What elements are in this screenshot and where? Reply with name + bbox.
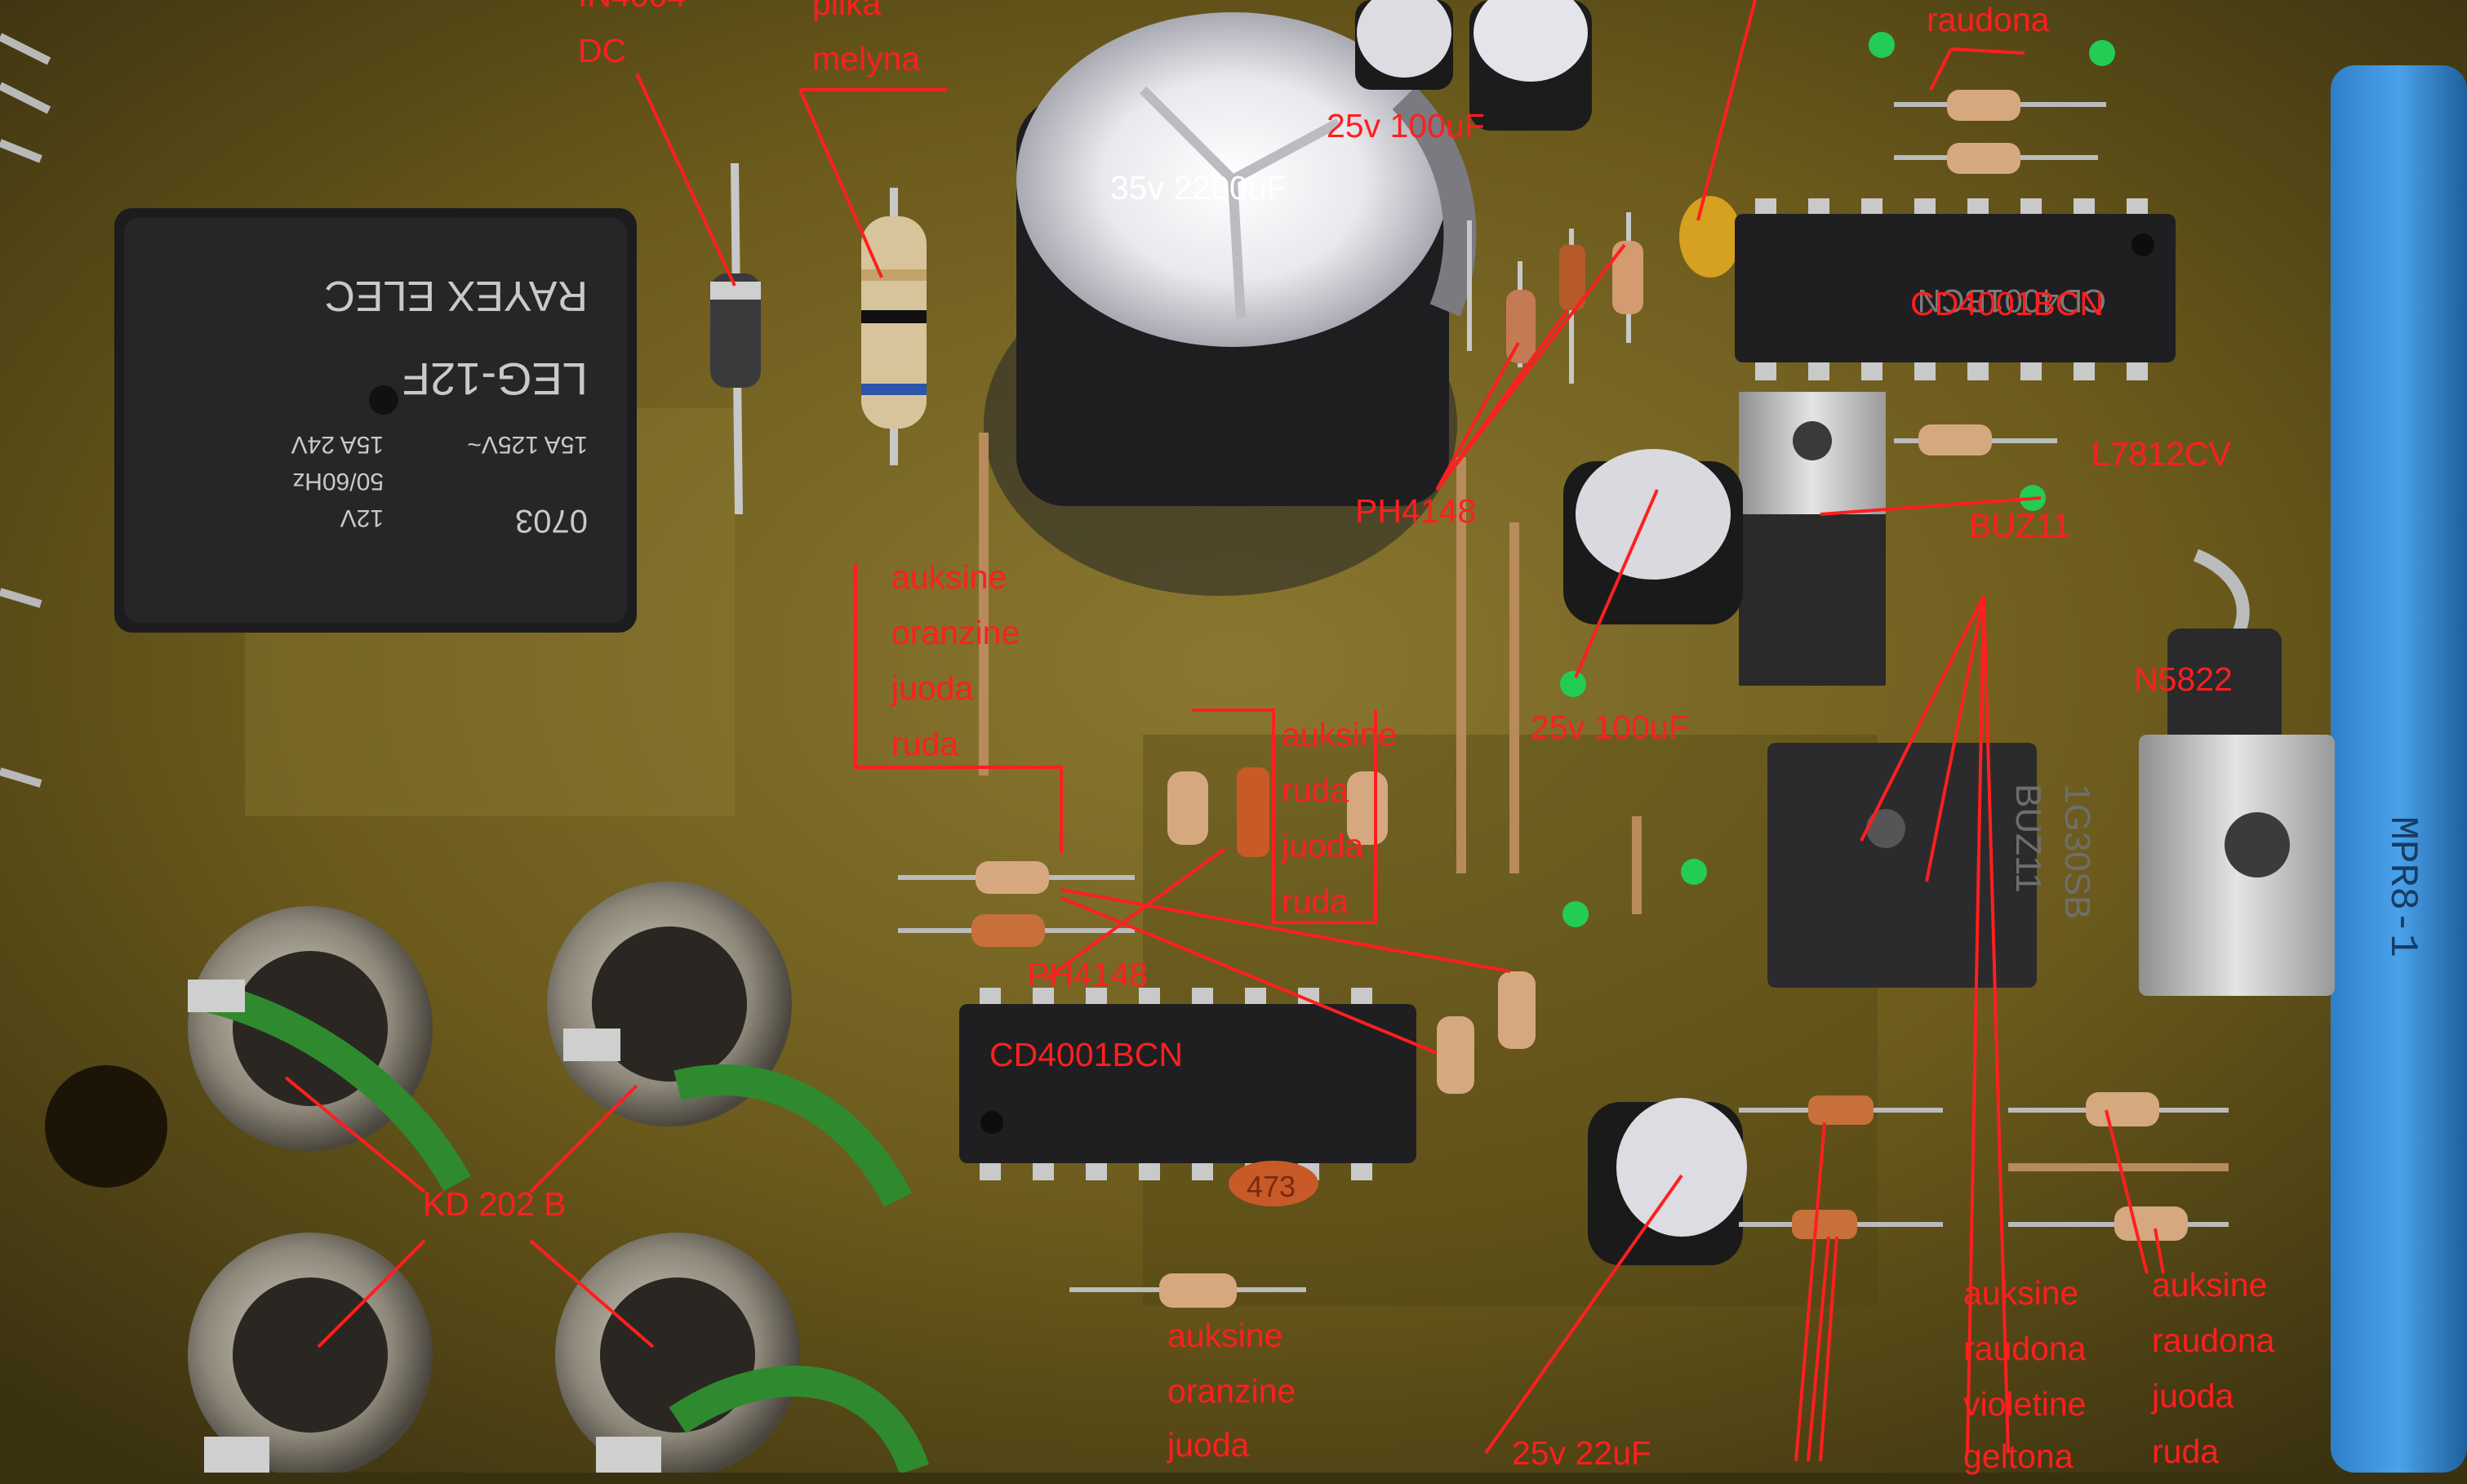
label-raudona-top: raudona bbox=[1927, 1, 2050, 38]
label-kd202b: KD 202 B bbox=[423, 1185, 567, 1223]
label-resistor-bottom-1: auksine bbox=[1167, 1317, 1283, 1354]
label-resistor-left-2: oranzine bbox=[891, 614, 1020, 651]
svg-text:15A 24V: 15A 24V bbox=[291, 431, 384, 458]
label-cap-2200uf: 35v 2200uF bbox=[1110, 169, 1287, 207]
capacitor-100uf-mid bbox=[1563, 449, 1743, 624]
wire-jumpers bbox=[979, 433, 1642, 914]
label-ph4148-top: PH4148 bbox=[1355, 492, 1477, 530]
board-edge-marking: MPR8-1 bbox=[2380, 816, 2424, 957]
label-resistor-center-3: juoda bbox=[1282, 827, 1364, 864]
label-resistor-br1-4: geltona bbox=[1963, 1437, 2074, 1475]
label-buz11: BUZ11 bbox=[1969, 507, 2071, 544]
diode-ph4148-top bbox=[1559, 245, 1585, 310]
green-markers bbox=[1560, 32, 2115, 927]
relay-model: LEG-12F bbox=[402, 353, 588, 405]
svg-text:0703: 0703 bbox=[515, 503, 588, 539]
label-diode-in4004: IN4004 bbox=[578, 0, 686, 23]
resistor-l7812 bbox=[1894, 424, 2057, 455]
label-l7812cv: L7812CV bbox=[2091, 435, 2231, 473]
label-resistor-center-1: auksine bbox=[1282, 716, 1398, 753]
diode-n5822 bbox=[2167, 549, 2282, 747]
svg-text:CD4001BCN: CD4001BCN bbox=[1918, 282, 2106, 318]
label-ic-bottom: CD4001BCN bbox=[989, 1036, 1183, 1073]
label-resistor-bottom-2: oranzine bbox=[1167, 1372, 1296, 1410]
capacitor-2200uf bbox=[984, 12, 1477, 596]
label-diode-dc: DC bbox=[578, 32, 627, 69]
svg-text:1G30SB: 1G30SB bbox=[2057, 784, 2097, 919]
blue-connector bbox=[2331, 65, 2467, 1473]
svg-text:BUZ11: BUZ11 bbox=[2008, 784, 2048, 893]
label-cap-100uf-mid: 25v 100uF bbox=[1531, 709, 1689, 746]
resistor-group-mid bbox=[898, 767, 1536, 1094]
ic-cd4001-top: CD4001BCN bbox=[1735, 198, 2176, 380]
svg-text:12V: 12V bbox=[340, 504, 384, 531]
capacitor-22uf bbox=[1588, 1098, 1747, 1265]
mosfet-heatsink-right bbox=[2139, 735, 2335, 996]
capacitor-ceramic-yellow bbox=[1679, 196, 1741, 278]
label-resistor-br2-2: raudona bbox=[2152, 1322, 2275, 1359]
label-resistor-center-4: ruda bbox=[1282, 882, 1349, 920]
label-resistor-bottom-3: juoda bbox=[1167, 1426, 1250, 1464]
label-resistor-top-melyna: melyna bbox=[812, 40, 921, 78]
label-resistor-br1-3: violetine bbox=[1963, 1385, 2087, 1423]
label-resistor-top-pilka: pilka bbox=[812, 0, 882, 22]
svg-text:50/60Hz: 50/60Hz bbox=[292, 468, 384, 495]
label-resistor-br1-1: auksine bbox=[1963, 1274, 2079, 1312]
diode-in4004 bbox=[710, 162, 761, 515]
label-resistor-left-3: juoda bbox=[891, 669, 974, 707]
label-resistor-br2-3: juoda bbox=[2152, 1377, 2234, 1415]
label-ph4148-bottom: PH4148 bbox=[1027, 956, 1149, 993]
cap-small-marking: 473 bbox=[1247, 1170, 1296, 1203]
label-ic-top: CD4001BCN bbox=[1910, 285, 2104, 322]
resistor-bottom bbox=[1069, 1273, 1306, 1308]
annotation-lines bbox=[284, 0, 2165, 1462]
resistor-top-2 bbox=[1612, 241, 1643, 314]
resistor-top-1 bbox=[1506, 290, 1536, 363]
label-resistor-left-1: auksine bbox=[891, 558, 1007, 596]
mounting-hole bbox=[45, 1065, 167, 1188]
resistors-top-right bbox=[1894, 90, 2106, 174]
mosfet-buz11-left: BUZ11 1G30SB bbox=[1767, 743, 2097, 988]
relay-brand: RAYEX ELEC bbox=[324, 272, 588, 319]
edge-pins bbox=[0, 33, 51, 788]
label-n5822: N5822 bbox=[2134, 660, 2233, 698]
relay: 0703 LEG-12F RAYEX ELEC 12V 50/60Hz 15A … bbox=[114, 208, 637, 633]
label-resistor-br1-2: raudona bbox=[1963, 1330, 2087, 1367]
label-resistor-left-4: ruda bbox=[891, 725, 959, 762]
label-cap-22uf: 25v 22uF bbox=[1512, 1434, 1651, 1472]
svg-text:15A 125V~: 15A 125V~ bbox=[467, 431, 588, 458]
label-cap-100uf-top: 25v 100uF bbox=[1327, 107, 1485, 144]
label-resistor-center-2: ruda bbox=[1282, 771, 1349, 809]
capacitor-ceramic-473 bbox=[1229, 1161, 1318, 1206]
label-resistor-br2-4: ruda bbox=[2152, 1433, 2220, 1470]
label-resistor-br2-1: auksine bbox=[2152, 1266, 2268, 1304]
capacitor-100uf-top bbox=[1355, 0, 1592, 131]
ic-cd4001-bottom bbox=[959, 988, 1416, 1180]
regulator-l7812 bbox=[1739, 392, 1886, 686]
